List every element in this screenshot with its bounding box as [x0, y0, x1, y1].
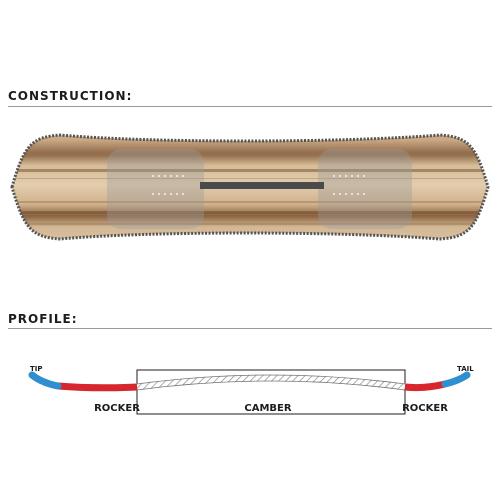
rocker-left-label: ROCKER: [94, 403, 140, 414]
wood-grain-line: [12, 153, 488, 155]
tip-segment: [28, 371, 62, 390]
wood-grain-line: [12, 169, 488, 172]
binding-zone-left: [107, 149, 204, 229]
camber-zone-bracket: [136, 369, 406, 415]
wood-grain-line: [12, 211, 488, 214]
snowboard-top-view: [10, 133, 490, 241]
binding-zone-right: [318, 149, 412, 229]
profile-title: PROFILE:: [8, 312, 78, 326]
tip-label: TIP: [30, 365, 43, 373]
tail-label: TAIL: [457, 365, 474, 373]
insert-holes-right: [333, 175, 365, 195]
profile-divider: [8, 328, 492, 329]
wood-grain-line: [12, 201, 488, 203]
snowboard-profile-diagram: TIP TAIL ROCKER CAMBER ROCKER: [28, 365, 474, 415]
board-edge: [10, 133, 490, 241]
camber-label: CAMBER: [244, 403, 291, 414]
rocker-right-label: ROCKER: [402, 403, 448, 414]
wood-grain-line: [12, 223, 488, 225]
rocker-left-segment: [57, 382, 138, 392]
insert-holes-left: [152, 175, 184, 195]
wood-grain-line: [12, 178, 488, 179]
camber-base: [136, 374, 406, 391]
stringer-channel: [200, 182, 324, 189]
tail-segment: [441, 371, 471, 388]
construction-divider: [8, 106, 492, 107]
construction-title: CONSTRUCTION:: [8, 89, 133, 103]
rocker-right-segment: [404, 380, 446, 392]
